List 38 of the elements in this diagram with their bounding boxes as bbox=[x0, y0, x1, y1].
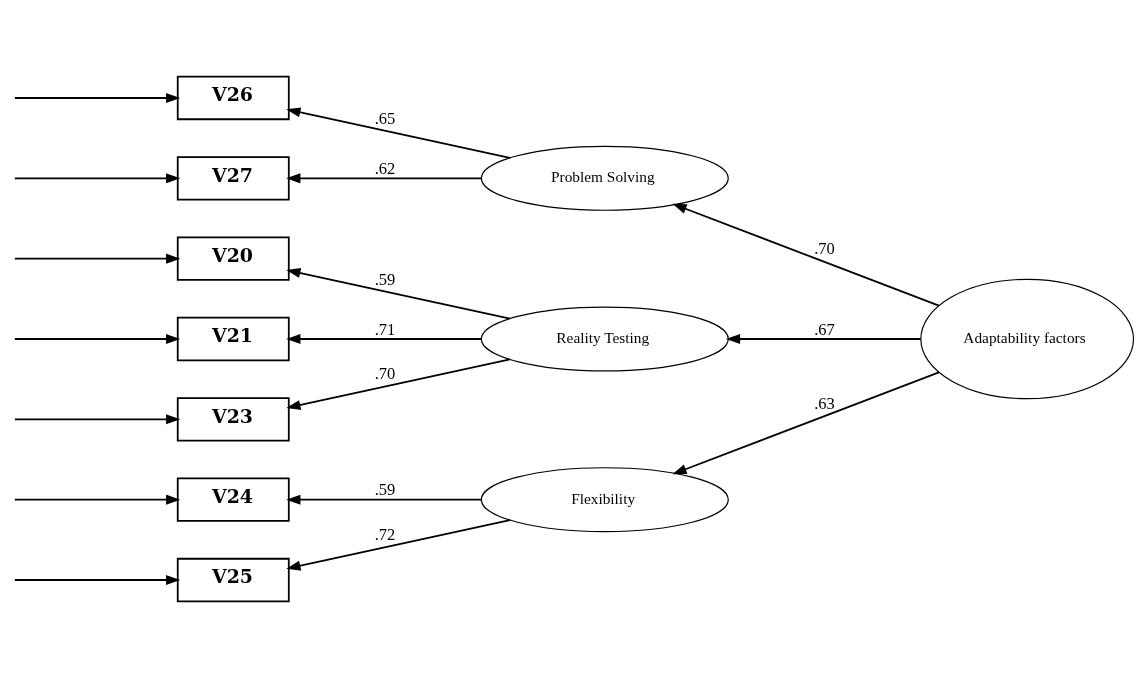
arrow bbox=[13, 494, 181, 505]
node-ellipse: Flexibility bbox=[480, 467, 729, 533]
node-box: V24 bbox=[176, 477, 290, 522]
arrow bbox=[13, 334, 181, 344]
arrow bbox=[286, 494, 483, 505]
arrow bbox=[13, 173, 181, 184]
node-ellipse: Problem Solving bbox=[480, 145, 729, 211]
node-box: V21 bbox=[176, 316, 290, 362]
arrow bbox=[286, 107, 511, 159]
node-box: V27 bbox=[176, 156, 290, 201]
arrow bbox=[725, 334, 922, 344]
edge-label: .63 bbox=[814, 393, 835, 413]
edge-label: .71 bbox=[374, 319, 396, 339]
edge-label: .67 bbox=[814, 319, 835, 339]
node-box: V25 bbox=[176, 557, 290, 603]
arrow bbox=[13, 253, 181, 264]
arrow bbox=[286, 334, 483, 344]
arrow bbox=[672, 203, 940, 307]
arrow bbox=[286, 358, 511, 410]
edge-label: .62 bbox=[374, 158, 396, 178]
arrow bbox=[672, 371, 940, 475]
node-box: V20 bbox=[176, 236, 290, 281]
arrow bbox=[13, 414, 181, 425]
arrow bbox=[13, 575, 181, 585]
arrow bbox=[13, 93, 181, 103]
edge-label: .59 bbox=[374, 480, 396, 500]
node-ellipse: Reality Testing bbox=[480, 306, 729, 372]
arrow bbox=[286, 173, 483, 184]
arrow bbox=[286, 519, 511, 571]
edge-label: .65 bbox=[374, 109, 396, 129]
edge-label: .70 bbox=[814, 239, 835, 259]
edge-label: .70 bbox=[374, 364, 396, 384]
edge-label: .72 bbox=[374, 525, 396, 545]
node-ellipse: Adaptability factors bbox=[920, 278, 1135, 400]
node-box: V23 bbox=[176, 397, 290, 442]
node-box: V26 bbox=[176, 75, 290, 121]
edge-label: .59 bbox=[374, 269, 396, 289]
arrow bbox=[286, 268, 511, 320]
